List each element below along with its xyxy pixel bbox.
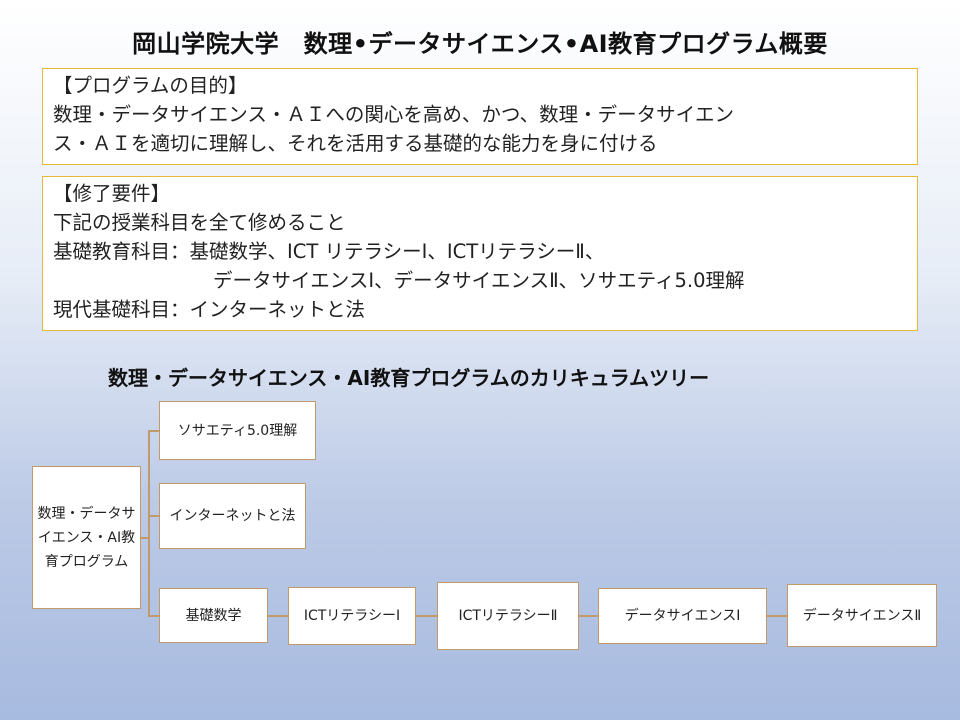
ds1-node: データサイエンスⅠ	[598, 588, 767, 644]
ict2-node: ICTリテラシーⅡ	[437, 582, 579, 650]
connector-ds1-ds2	[766, 615, 788, 617]
connector-to-basic-math	[148, 615, 160, 617]
basic-math-label: 基礎数学	[185, 607, 242, 624]
purpose-heading: 【プログラムの目的】	[53, 74, 248, 97]
internet-law-node: インターネットと法	[159, 483, 306, 549]
society-node: ソサエティ5.0理解	[159, 401, 316, 460]
connector-root-trunk	[140, 537, 149, 539]
requirements-heading: 【修了要件】	[53, 182, 171, 205]
connector-ict2-ds1	[578, 615, 599, 617]
ds1-label: データサイエンスⅠ	[624, 608, 741, 624]
ict1-node: ICTリテラシーⅠ	[288, 587, 416, 645]
purpose-box: 【プログラムの目的】 数理・データサイエンス・ＡＩへの関心を高め、かつ、数理・デ…	[42, 68, 918, 165]
connector-math-ict1	[267, 615, 289, 617]
basic-math-node: 基礎数学	[159, 588, 268, 643]
connector-to-internet-law	[148, 515, 160, 517]
internet-law-label: インターネットと法	[169, 508, 296, 524]
society-label: ソサエティ5.0理解	[177, 422, 298, 439]
connector-vertical-spine	[148, 430, 150, 616]
requirements-line-2: 基礎教育科目：基礎数学、ICT リテラシーI、ICTリテラシーⅡ、	[53, 240, 605, 263]
root-program-node: 数理・データサイエンス・AI教育プログラム	[32, 466, 141, 609]
purpose-line-2: ス・ＡＩを適切に理解し、それを活用する基礎的な能力を身に付ける	[53, 132, 658, 155]
ds2-node: データサイエンスⅡ	[787, 584, 937, 647]
connector-ict1-ict2	[415, 615, 438, 617]
requirements-line-1: 下記の授業科目を全て修めること	[53, 211, 346, 234]
ict1-label: ICTリテラシーⅠ	[303, 608, 401, 624]
connector-to-society	[148, 430, 160, 432]
purpose-line-1: 数理・データサイエンス・ＡＩへの関心を高め、かつ、数理・データサイエン	[53, 103, 734, 126]
ict2-label: ICTリテラシーⅡ	[458, 608, 558, 624]
requirements-line-4: 現代基礎科目：インターネットと法	[53, 298, 366, 321]
ds2-label: データサイエンスⅡ	[802, 607, 922, 624]
curriculum-tree-title: 数理・データサイエンス・AI教育プログラムのカリキュラムツリー	[108, 366, 710, 390]
root-program-label: 数理・データサイエンス・AI教育プログラム	[37, 505, 136, 570]
requirements-box: 【修了要件】 下記の授業科目を全て修めること 基礎教育科目：基礎数学、ICT リ…	[42, 176, 918, 331]
requirements-line-3: データサイエンスⅠ、データサイエンスⅡ、ソサエティ5.0理解	[213, 269, 745, 292]
page-title: 岡山学院大学 数理•データサイエンス•AI教育プログラム概要	[132, 30, 828, 58]
